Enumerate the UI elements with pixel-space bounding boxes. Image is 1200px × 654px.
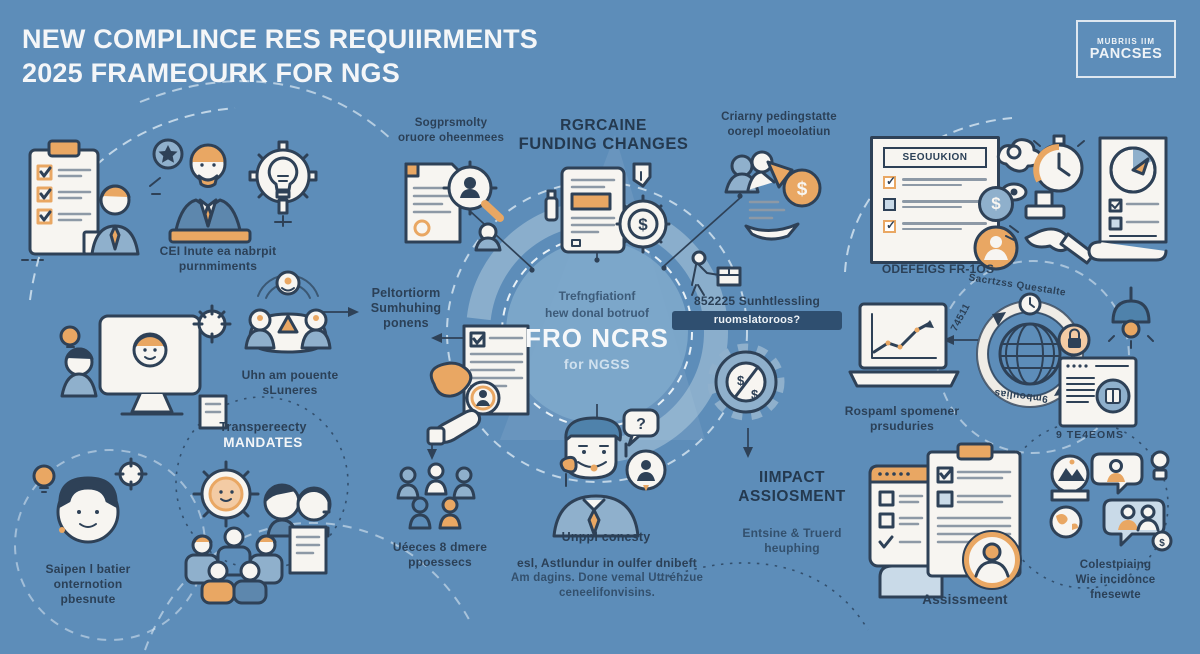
hand-checklist-icon	[426, 324, 530, 446]
laptop-chart-icon	[848, 302, 960, 388]
discussion-bubbles-icon: $	[1049, 450, 1173, 552]
tablet-funding-icon: $	[544, 162, 671, 254]
svg-text:$: $	[751, 387, 759, 402]
brand-badge: MUBRIIS IIM PANCSES	[1076, 20, 1176, 78]
mini-browser-icon	[1058, 356, 1138, 428]
svg-text:$: $	[1159, 538, 1165, 549]
document-ref-label: ODEFEIGS FR-1OS	[881, 262, 995, 276]
hub-title: Trefngfiationf hew donal botruof FRO NCR…	[525, 289, 669, 372]
transparency-mandates-label: Transpereecty MANDATES	[219, 420, 307, 450]
document-title: SEOUUKION	[883, 147, 987, 168]
svg-text:$: $	[797, 179, 808, 200]
funding-changes-heading: RGRCAINE FUNDING CHANGES	[518, 117, 689, 153]
hand-over-box-icon	[691, 250, 742, 296]
svg-text:$: $	[638, 215, 648, 234]
meeting-group-icon	[244, 270, 332, 354]
svg-text:$: $	[737, 373, 745, 388]
support-agent-icon: ?	[552, 408, 667, 538]
person-badge-icon	[973, 225, 1019, 271]
assessment-clipboard-icon	[868, 442, 1022, 599]
assessment-label: Assissmeent	[922, 592, 1008, 607]
footnote-label: esl, Astlundur in oulfer dnibeft Am dagi…	[510, 556, 704, 599]
teams-label: 9 TE4EOMS	[1056, 429, 1124, 441]
dollar-badge-icon: $	[978, 186, 1014, 222]
lamp-icon	[1108, 286, 1154, 349]
donor-coin-people-icon: $	[724, 150, 822, 241]
dollar-split-gear-icon: $ $	[707, 343, 785, 421]
crowd-documents-icon	[184, 525, 328, 605]
document-magnifier-icon	[404, 160, 504, 252]
globe-sync-icon	[976, 292, 1091, 408]
scroll-report-icon	[1087, 136, 1168, 262]
people-group-icon	[396, 462, 476, 530]
idea-woman-icon	[32, 457, 148, 544]
stamp-stopwatch-icon	[996, 134, 1096, 265]
page-title: NEW COMPLINCE RES REQUIIRMENTS 2025 FRAM…	[22, 24, 539, 88]
clipboard-checklist-icon	[21, 139, 140, 261]
idea-gear-icon	[248, 140, 318, 227]
monitor-idea-icon	[59, 304, 232, 430]
agent-label: Unppl conesty	[561, 530, 651, 544]
reporting-label: 852225 Sunhtlessling ruomslatoroos?	[672, 294, 842, 330]
svg-text:?: ?	[636, 416, 646, 433]
gear-face-icon	[192, 460, 332, 538]
presenter-star-icon	[149, 138, 252, 244]
reporting-badge: ruomslatoroos?	[672, 311, 842, 330]
